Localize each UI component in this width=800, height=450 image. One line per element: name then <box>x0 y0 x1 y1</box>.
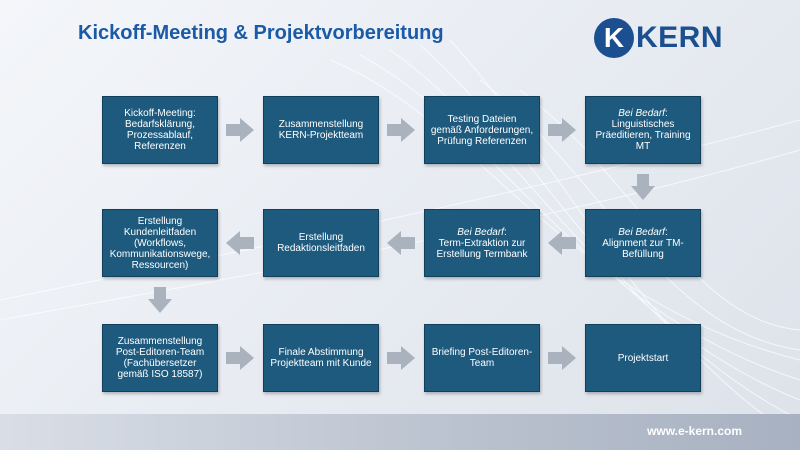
step-line: KERN-Projektteam <box>278 130 364 141</box>
step-praeditieren: Bei Bedarf: Linguistisches Präeditieren,… <box>585 96 701 164</box>
step-line: Zusammenstellung <box>117 336 203 347</box>
step-line: Präeditieren, Training <box>595 130 691 141</box>
step-line: MT <box>635 141 651 152</box>
kern-logo: K KERN <box>594 16 744 60</box>
arrow-right-icon <box>387 346 415 370</box>
step-line: Zusammenstellung <box>278 119 364 130</box>
step-line: Testing Dateien <box>447 113 517 125</box>
step-line: Erstellung Termbank <box>436 248 528 260</box>
step-post-editoren-team: Zusammenstellung Post-Editoren-Team (Fac… <box>102 324 218 392</box>
step-line: (Workflows, <box>133 237 187 249</box>
step-line: Erstellung <box>137 215 183 227</box>
step-line: Kickoff-Meeting: <box>124 108 196 119</box>
step-line: Bedarfsklärung, <box>124 119 196 130</box>
arrow-left-icon <box>226 231 254 255</box>
page-title: Kickoff-Meeting & Projektvorbereitung <box>78 22 444 44</box>
step-line: (Fachübersetzer <box>123 358 197 369</box>
step-line: Briefing Post-Editoren- <box>431 347 533 358</box>
step-testing-dateien: Testing Dateien gemäß Anforderungen, Prü… <box>424 96 540 164</box>
step-briefing: Briefing Post-Editoren- Team <box>424 324 540 392</box>
logo-text: KERN <box>636 21 724 54</box>
step-line: gemäß Anforderungen, <box>430 124 534 136</box>
arrow-right-icon <box>226 346 254 370</box>
step-line: Bei Bedarf: <box>457 226 507 238</box>
step-line: Term-Extraktion zur <box>438 237 526 249</box>
arrow-right-icon <box>548 118 576 142</box>
step-line: Projektteam mit Kunde <box>270 358 372 369</box>
arrow-left-icon <box>387 231 415 255</box>
step-line: Kommunikationswege, <box>109 248 211 260</box>
step-prefix: Bei Bedarf <box>457 226 504 238</box>
step-line: Prüfung Referenzen <box>437 135 527 147</box>
step-line: Erstellung <box>298 232 344 243</box>
arrow-right-icon <box>387 118 415 142</box>
step-line: Post-Editoren-Team <box>115 347 205 358</box>
arrow-down-icon <box>148 287 172 313</box>
step-projektstart: Projektstart <box>585 324 701 392</box>
footer-url[interactable]: www.e-kern.com <box>647 424 742 438</box>
step-prefix: Bei Bedarf <box>618 226 665 238</box>
step-line: Projektstart <box>617 352 669 364</box>
step-line: Linguistisches <box>611 119 675 130</box>
step-kickoff-meeting: Kickoff-Meeting: Bedarfsklärung, Prozess… <box>102 96 218 164</box>
step-line: Alignment zur TM- <box>602 237 684 249</box>
logo-circle-icon: K <box>594 18 634 58</box>
footer-band <box>0 414 800 450</box>
arrow-right-icon <box>548 346 576 370</box>
step-line: Team <box>469 358 495 369</box>
step-prefix: Bei Bedarf <box>618 108 665 119</box>
step-line: Prozessablauf, <box>126 130 194 141</box>
step-line: Befüllung <box>622 248 664 260</box>
step-line: Referenzen <box>134 141 186 152</box>
step-line: Bei Bedarf: <box>618 108 668 119</box>
step-kundenleitfaden: Erstellung Kundenleitfaden (Workflows, K… <box>102 209 218 277</box>
step-line: Redaktionsleitfaden <box>277 243 365 254</box>
logo-letter: K <box>603 22 625 53</box>
step-line: Ressourcen) <box>131 259 189 271</box>
arrow-right-icon <box>226 118 254 142</box>
step-term-extraktion: Bei Bedarf: Term-Extraktion zur Erstellu… <box>424 209 540 277</box>
step-line: gemäß ISO 18587) <box>117 369 203 380</box>
step-alignment: Bei Bedarf: Alignment zur TM- Befüllung <box>585 209 701 277</box>
arrow-down-icon <box>631 174 655 200</box>
step-finale-abstimmung: Finale Abstimmung Projektteam mit Kunde <box>263 324 379 392</box>
arrow-left-icon <box>548 231 576 255</box>
step-line: Finale Abstimmung <box>278 347 364 358</box>
step-line: Kundenleitfaden <box>123 226 197 238</box>
step-redaktionsleitfaden: Erstellung Redaktionsleitfaden <box>263 209 379 277</box>
step-zusammenstellung-projektteam: Zusammenstellung KERN-Projektteam <box>263 96 379 164</box>
step-line: Bei Bedarf: <box>618 226 668 238</box>
